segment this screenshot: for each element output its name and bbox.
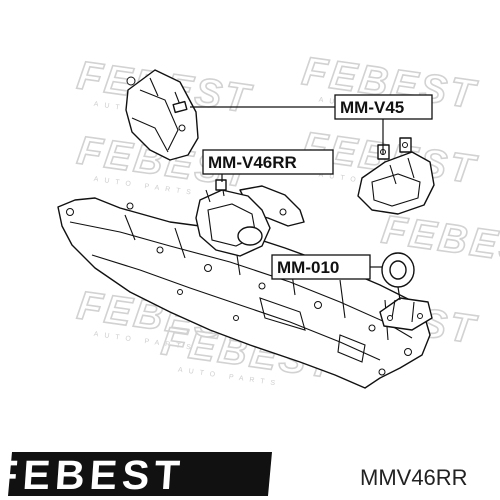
- part-number: MMV46RR: [360, 465, 468, 490]
- engine-mount-upper-left: [125, 69, 199, 161]
- part-label-mm-v46rr: MM-V46RR: [208, 153, 297, 172]
- callout-mm-v46rr: MM-V46RR: [202, 149, 334, 182]
- footer-logo: FEBEST: [0, 452, 272, 498]
- bushing-mount-mm010: [379, 252, 433, 331]
- crossmember: [57, 197, 431, 389]
- part-label-mm-v45: MM-V45: [340, 98, 404, 117]
- rear-mount-mmv46rr: [195, 179, 305, 257]
- callout-mm-010: MM-010: [271, 254, 382, 280]
- part-label-mm-010: MM-010: [277, 258, 339, 277]
- brand-logo: FEBEST: [0, 452, 186, 498]
- callout-mm-v45: MM-V45: [190, 94, 433, 155]
